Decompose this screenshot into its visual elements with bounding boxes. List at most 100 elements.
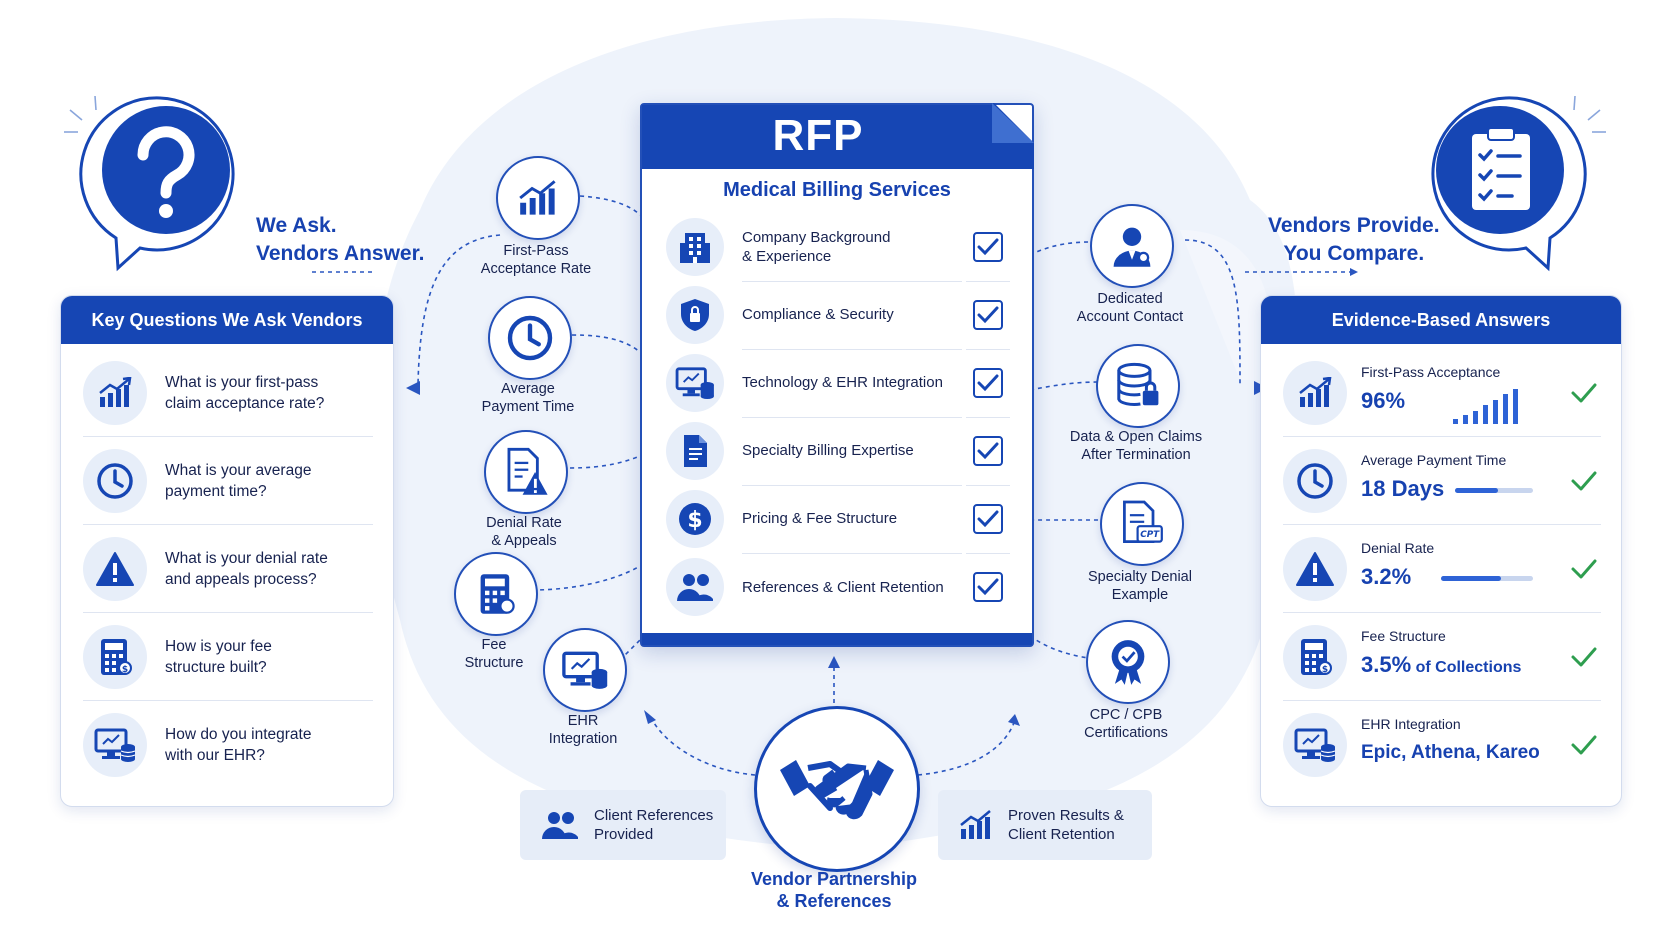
connector-bottom-right <box>917 719 1016 776</box>
rfp-bottom-band <box>642 633 1032 645</box>
node-ehr-integration[interactable] <box>543 628 627 712</box>
connector-bottom-left <box>649 714 756 776</box>
node-label-line1: Dedicated <box>1097 291 1163 307</box>
account-contact-icon <box>1113 227 1151 267</box>
warning-icon <box>83 537 147 601</box>
calculator-icon: $ <box>83 625 147 689</box>
check-icon <box>1567 646 1601 668</box>
check-icon <box>1567 558 1601 580</box>
node-data-claims[interactable] <box>1096 344 1180 428</box>
payment-time-bar-fill <box>1455 488 1498 493</box>
node-label-line1: EHR <box>567 713 599 729</box>
growth-chart-icon <box>519 180 556 215</box>
node-account-contact[interactable] <box>1090 204 1174 288</box>
proven-results-pill[interactable]: Proven Results &Client Retention <box>938 790 1152 860</box>
shield-lock-icon <box>666 286 724 344</box>
document-warning-icon <box>507 447 548 495</box>
ehr-monitor-icon <box>562 651 608 689</box>
answer-item[interactable]: $ Fee Structure 3.5% of Collections <box>1283 614 1601 701</box>
rfp-item[interactable]: Specialty Billing Expertise <box>666 417 1012 486</box>
clock-icon <box>507 315 553 361</box>
answer-label: Average Payment Time <box>1361 452 1507 468</box>
rfp-item-line1: Pricing & Fee Structure <box>742 510 898 527</box>
answer-item[interactable]: EHR Integration Epic, Athena, Kareo <box>1283 702 1601 788</box>
people-icon <box>666 558 724 616</box>
node-fee-structure[interactable] <box>454 552 538 636</box>
rfp-item[interactable]: Company Background& Experience <box>666 213 1012 282</box>
connector-fee <box>531 565 641 591</box>
key-questions-title: Key Questions We Ask Vendors <box>61 296 393 344</box>
question-line2: payment time? <box>165 483 267 500</box>
growth-chart-icon <box>1283 361 1347 425</box>
checkbox-checked[interactable] <box>973 367 1003 398</box>
left-tagline-line1: We Ask. <box>256 214 337 237</box>
ehr-monitor-icon <box>1283 713 1347 777</box>
checkbox-checked[interactable] <box>973 435 1003 466</box>
check-icon <box>1567 470 1601 492</box>
svg-text:$: $ <box>687 508 702 533</box>
handshake-icon <box>780 760 894 820</box>
answer-item[interactable]: Denial Rate 3.2% <box>1283 526 1601 613</box>
connector-payment-time <box>571 334 641 353</box>
right-tagline-line1: Vendors Provide. <box>1268 214 1440 237</box>
answer-value: 3.2% <box>1361 564 1412 589</box>
certification-badge-icon <box>1111 640 1145 685</box>
connector-right-loop <box>1184 239 1241 386</box>
check-icon <box>1567 382 1601 404</box>
evidence-answers-panel: Evidence-Based Answers First-Pass Accept… <box>1260 295 1622 807</box>
rfp-item[interactable]: References & Client Retention <box>666 553 1012 621</box>
cpt-badge-text: CPT <box>1140 530 1160 540</box>
key-questions-panel: Key Questions We Ask Vendors What is you… <box>60 295 394 807</box>
node-label-line2: & Appeals <box>491 533 557 549</box>
rfp-item[interactable]: Compliance & Security <box>666 281 1012 350</box>
rfp-header-band <box>642 105 994 169</box>
partnership-label: Vendor Partnership & References <box>714 868 954 912</box>
connector-account <box>1029 241 1091 256</box>
answer-item[interactable]: Average Payment Time 18 Days <box>1283 438 1601 525</box>
question-line1: What is your denial rate <box>165 550 328 567</box>
dollar-icon: $ <box>666 490 724 548</box>
checklist-bubble-icon <box>1431 96 1587 272</box>
node-first-pass[interactable] <box>496 156 580 240</box>
rfp-item-line1: Specialty Billing Expertise <box>742 442 914 459</box>
node-label-line1: First-Pass <box>503 243 569 259</box>
answer-value-group: 3.5% of Collections <box>1361 652 1521 678</box>
answer-label: Denial Rate <box>1361 540 1435 556</box>
node-label-line1: Average <box>501 381 555 397</box>
partnership-circle[interactable] <box>754 706 920 872</box>
question-line1: What is your first-pass <box>165 374 319 391</box>
checkbox-checked[interactable] <box>973 503 1003 534</box>
partnership-line1: Vendor Partnership <box>750 869 918 889</box>
evidence-answers-title: Evidence-Based Answers <box>1261 296 1621 344</box>
checkbox-checked[interactable] <box>973 572 1003 602</box>
right-tagline: Vendors Provide. You Compare. <box>1268 212 1440 268</box>
rfp-item[interactable]: $ Pricing & Fee Structure <box>666 485 1012 554</box>
answer-label: Fee Structure <box>1361 628 1446 644</box>
node-payment-time[interactable] <box>488 296 572 380</box>
mini-bar-chart-icon <box>1453 389 1518 424</box>
checkbox-checked[interactable] <box>973 231 1003 262</box>
node-denial-rate[interactable] <box>484 430 568 514</box>
clock-icon <box>1283 449 1347 513</box>
node-specialty-denial[interactable]: CPT <box>1100 482 1184 566</box>
answer-item[interactable]: First-Pass Acceptance 96% <box>1283 350 1601 437</box>
rfp-item[interactable]: Technology & EHR Integration <box>666 349 1012 418</box>
connector-first-pass <box>579 195 641 216</box>
rfp-document: RFP Medical Billing Services Company Bac… <box>640 103 1034 647</box>
node-certifications[interactable] <box>1086 620 1170 704</box>
left-tagline-line2: Vendors Answer. <box>256 242 425 265</box>
checkbox-checked[interactable] <box>973 299 1003 330</box>
answer-value: 3.5% <box>1361 652 1412 677</box>
denial-rate-bar <box>1441 576 1533 581</box>
